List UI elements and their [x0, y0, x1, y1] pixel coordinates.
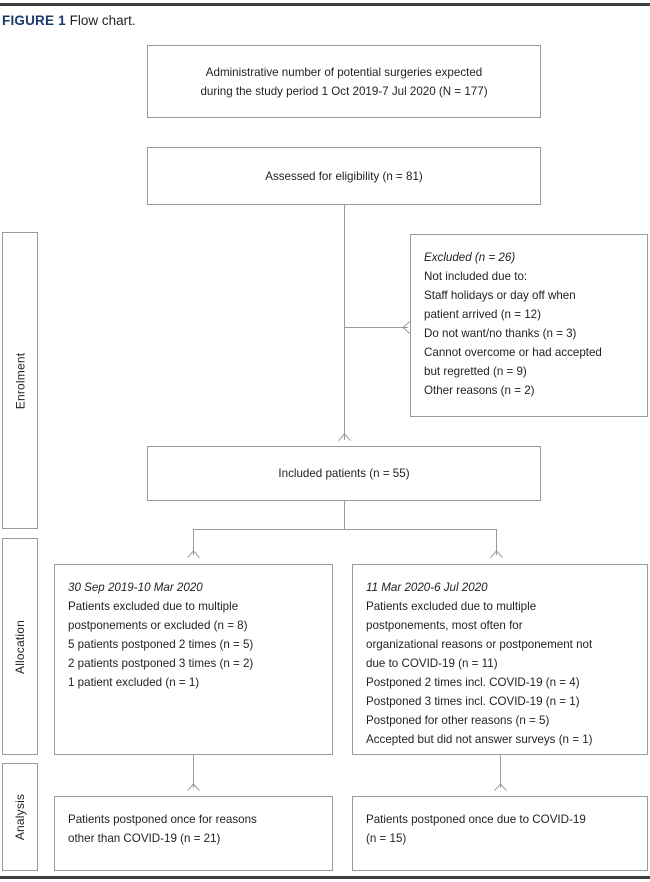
arrowhead-to-included	[340, 434, 349, 441]
stage-label-allocation: Allocation	[2, 538, 38, 755]
connector-split-left	[193, 529, 194, 555]
box-excluded-line: Cannot overcome or had accepted	[424, 346, 602, 359]
box-excluded-line: Not included due to:	[424, 270, 528, 283]
connector-split-bar	[193, 529, 496, 530]
connector-allocation-right-to-analysis	[500, 755, 501, 788]
top-divider-rule	[0, 3, 650, 6]
box-included-patients: Included patients (n = 55)	[147, 446, 541, 501]
connector-included-trunk	[344, 501, 345, 530]
box-excluded-line: Do not want/no thanks (n = 3)	[424, 327, 577, 340]
box-excluded-line: Other reasons (n = 2)	[424, 384, 535, 397]
box-allocation-left-line: postponements or excluded (n = 8)	[68, 619, 248, 632]
box-assessed-eligibility: Assessed for eligibility (n = 81)	[147, 147, 541, 205]
box-analysis-right-line: Patients postponed once due to COVID-19	[366, 813, 586, 826]
box-allocation-left-line: 5 patients postponed 2 times (n = 5)	[68, 638, 254, 651]
stage-label-enrolment-text: Enrolment	[13, 352, 27, 409]
box-allocation-left-heading: 30 Sep 2019-10 Mar 2020	[68, 581, 203, 594]
connector-allocation-left-to-analysis	[193, 755, 194, 788]
box-allocation-right-line: organizational reasons or postponement n…	[366, 638, 593, 651]
box-analysis-left: Patients postponed once for reasons othe…	[54, 796, 333, 871]
box-analysis-left-line: other than COVID-19 (n = 21)	[68, 832, 221, 845]
box-administrative-line: Administrative number of potential surge…	[205, 65, 483, 79]
box-excluded-line: but regretted (n = 9)	[424, 365, 527, 378]
box-allocation-left-line: 2 patients postponed 3 times (n = 2)	[68, 657, 254, 670]
stage-label-enrolment: Enrolment	[2, 232, 38, 529]
connector-assessed-to-included	[344, 205, 345, 440]
box-analysis-left-line: Patients postponed once for reasons	[68, 813, 257, 826]
arrowhead-allocation-right	[492, 551, 501, 558]
bottom-divider-rule	[0, 876, 650, 879]
box-allocation-right-line: postponements, most often for	[366, 619, 523, 632]
box-excluded-heading: Excluded (n = 26)	[424, 251, 516, 264]
connector-to-excluded	[344, 327, 408, 328]
stage-label-allocation-text: Allocation	[13, 619, 27, 674]
box-excluded-line: patient arrived (n = 12)	[424, 308, 541, 321]
figure-caption: FIGURE 1 Flow chart.	[2, 13, 136, 29]
box-assessed-eligibility-line: Assessed for eligibility (n = 81)	[265, 169, 423, 183]
box-excluded-line: Staff holidays or day off when	[424, 289, 576, 302]
box-allocation-right-line: Patients excluded due to multiple	[366, 600, 537, 613]
figure-caption-text: Flow chart.	[69, 13, 136, 28]
box-allocation-right: 11 Mar 2020-6 Jul 2020 Patients excluded…	[352, 564, 648, 755]
box-analysis-right-line: (n = 15)	[366, 832, 407, 845]
box-allocation-right-heading: 11 Mar 2020-6 Jul 2020	[366, 581, 488, 594]
arrowhead-analysis-left	[189, 784, 198, 791]
box-allocation-right-line: Postponed 2 times incl. COVID-19 (n = 4)	[366, 676, 580, 689]
box-allocation-right-line: Accepted but did not answer surveys (n =…	[366, 733, 593, 746]
arrowhead-allocation-left	[189, 551, 198, 558]
box-included-patients-line: Included patients (n = 55)	[278, 467, 410, 480]
box-allocation-right-line: due to COVID-19 (n = 11)	[366, 657, 498, 670]
arrowhead-to-excluded	[403, 323, 410, 332]
stage-label-analysis: Analysis	[2, 763, 38, 871]
box-administrative: Administrative number of potential surge…	[147, 45, 541, 118]
box-excluded: Excluded (n = 26) Not included due to: S…	[410, 234, 648, 417]
box-allocation-left: 30 Sep 2019-10 Mar 2020 Patients exclude…	[54, 564, 333, 755]
box-administrative-line: during the study period 1 Oct 2019-7 Jul…	[200, 84, 488, 98]
arrowhead-analysis-right	[496, 784, 505, 791]
stage-label-analysis-text: Analysis	[13, 793, 28, 841]
box-allocation-left-line: Patients excluded due to multiple	[68, 600, 239, 613]
connector-split-right	[496, 529, 497, 555]
box-allocation-left-line: 1 patient excluded (n = 1)	[68, 676, 200, 689]
box-analysis-right: Patients postponed once due to COVID-19 …	[352, 796, 648, 871]
figure-number-label: FIGURE 1	[2, 13, 66, 28]
box-allocation-right-line: Postponed for other reasons (n = 5)	[366, 714, 550, 727]
box-allocation-right-line: Postponed 3 times incl. COVID-19 (n = 1)	[366, 695, 580, 708]
